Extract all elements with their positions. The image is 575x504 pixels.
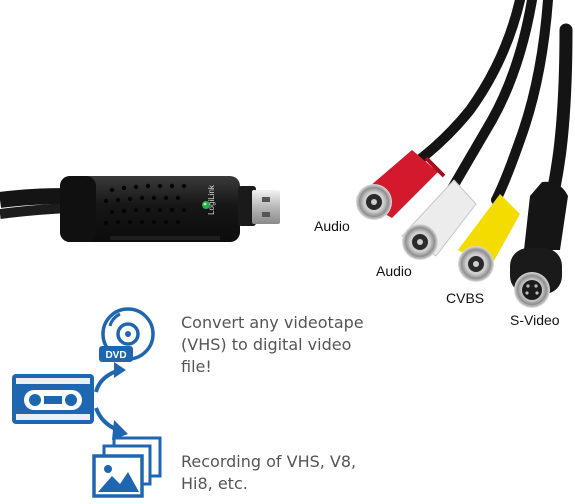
svideo-plug <box>510 181 568 308</box>
label-audio-white: Audio <box>376 263 412 279</box>
rca-plug-white <box>401 179 477 260</box>
usb-grabber-device: LogiLink <box>60 176 280 242</box>
curved-arrow-icon <box>94 362 126 393</box>
grabber-cable <box>0 188 69 219</box>
photo-stack-icon <box>92 436 162 498</box>
feature-recording-text: Recording of VHS, V8, Hi8, etc. <box>181 452 357 493</box>
curved-arrow-down-icon <box>94 407 128 440</box>
videotape-icon <box>12 374 94 424</box>
dvd-disc-icon: DVD <box>99 307 155 362</box>
label-audio-red: Audio <box>314 218 350 234</box>
usb-plug <box>238 186 280 226</box>
status-led <box>202 201 210 209</box>
label-svideo: S-Video <box>510 312 560 328</box>
brand-logo: LogiLink <box>207 184 216 215</box>
feature-convert-text: Convert any videotape (VHS) to digital v… <box>181 313 364 376</box>
rca-plug-yellow <box>458 194 520 282</box>
av-cables <box>409 0 573 205</box>
vent-dots <box>103 183 187 226</box>
label-cvbs: CVBS <box>446 290 485 306</box>
rca-plug-red <box>356 150 446 220</box>
dvd-badge-text: DVD <box>105 350 126 361</box>
